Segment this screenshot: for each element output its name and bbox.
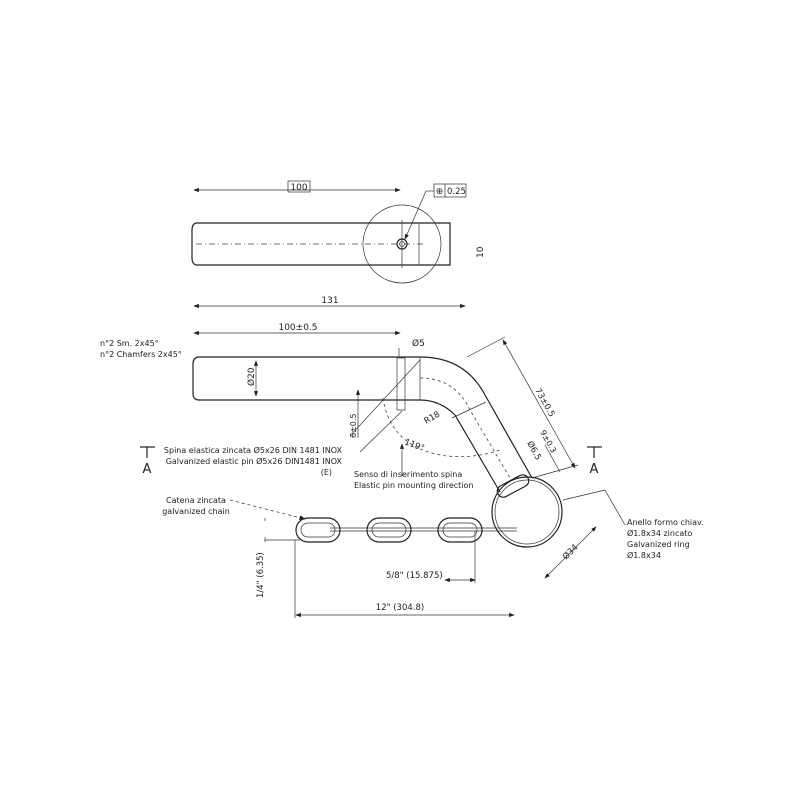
ring-leader	[562, 489, 606, 501]
dim-chain-pitch: 5/8" (15.875)	[386, 571, 443, 581]
r18-leader	[451, 401, 487, 419]
dim-rod-dia: Ø20	[246, 367, 257, 386]
dim-hole: Ø6.5	[524, 439, 543, 462]
key-ring-inner	[494, 479, 560, 545]
dim-chain-length: 12" (304.8)	[376, 603, 424, 613]
dim-9-line	[544, 444, 561, 473]
chamfer-label-it: n°2 Sm. 2x45°	[100, 339, 159, 348]
pin-label-en: Galvanized elastic pin Ø5x26 DIN1481 INO…	[166, 456, 343, 466]
dim-chain-width: 1/4" (6.35)	[256, 552, 266, 598]
chamfer-label-en: n°2 Chamfers 2x45°	[100, 350, 182, 359]
dim-100-tol: 100±0.5	[278, 323, 317, 333]
pin-leader-2	[359, 410, 403, 453]
basic-dim-box	[287, 180, 311, 193]
chain: Catena zincata galvanized chain 1/4" (6.…	[162, 496, 517, 618]
ring-en-2: Ø1.8x34	[627, 550, 661, 560]
chain-label-it: Catena zincata	[166, 496, 226, 505]
position-tolerance: 0.25	[447, 187, 466, 197]
dim-73-line	[502, 339, 576, 469]
dim-131: 131	[321, 296, 338, 306]
section-label-left: A	[143, 462, 152, 477]
pin-code: (E)	[321, 468, 332, 477]
dim-r18: R18	[423, 410, 442, 427]
bend-centerline	[419, 377, 511, 479]
section-label-right: A	[590, 462, 599, 477]
chain-link	[366, 517, 412, 543]
dim-6: 6±0.5	[349, 413, 358, 438]
pin-leader	[349, 359, 421, 437]
chain-leader	[229, 499, 306, 520]
elastic-pin	[396, 357, 406, 411]
pin-label-it: Spina elastica zincata Ø5x26 DIN 1481 IN…	[164, 445, 343, 455]
position-tolerance-frame	[433, 183, 467, 198]
chain-label-en: galvanized chain	[162, 507, 230, 516]
leader-line	[404, 190, 427, 240]
ring-leader-2	[604, 489, 626, 526]
direction-en: Elastic pin mounting direction	[354, 481, 474, 490]
angle-arc	[382, 397, 501, 458]
dim-pin-dia: Ø5	[412, 338, 425, 349]
dim-34-line	[544, 526, 597, 579]
chain-link	[295, 517, 341, 543]
dim-10: 10	[476, 246, 486, 258]
ring-it-2: Ø1.8x34 zincato	[627, 528, 692, 538]
ext-line	[531, 464, 579, 479]
ring-en-1: Galvanized ring	[627, 540, 690, 549]
key-ring	[491, 476, 563, 548]
top-rod-outline	[191, 222, 451, 266]
section-marks: A A	[140, 446, 602, 477]
position-icon: ⊕	[436, 187, 444, 197]
direction-it: Senso di inserimento spina	[354, 470, 462, 479]
top-view: 100 ⊕ 0.25 10 131 100±0.5	[191, 180, 486, 336]
dim-ring: Ø34	[560, 542, 580, 562]
detail-circle	[362, 204, 442, 284]
chain-link	[437, 517, 483, 543]
ring-it-1: Anello formo chiav.	[627, 518, 704, 527]
ext-line	[466, 336, 506, 358]
dim-basic-100: 100	[290, 183, 307, 193]
dim-angle: 119°	[403, 437, 426, 453]
